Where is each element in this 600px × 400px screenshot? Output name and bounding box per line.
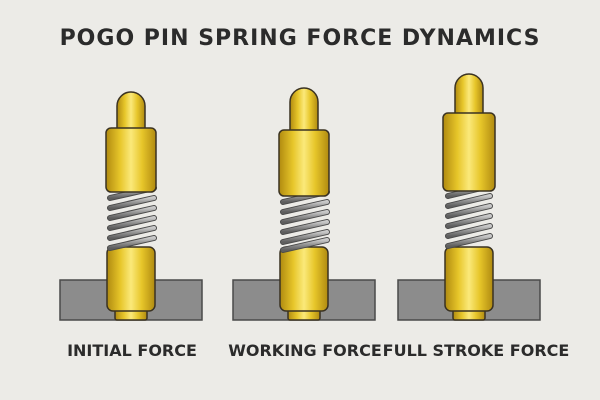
pin-barrel — [106, 246, 156, 312]
plunger-tip — [116, 91, 146, 133]
plunger-tip — [454, 73, 484, 119]
pogo-pin-initial — [59, 91, 203, 321]
spring-coil — [280, 189, 330, 253]
pogo-pin-full-stroke — [397, 73, 541, 321]
pin-barrel — [444, 246, 494, 312]
spring-coil — [107, 185, 157, 251]
plunger-tip — [289, 87, 319, 135]
plunger-body — [278, 129, 330, 197]
pogo-pin-working — [232, 87, 376, 321]
page-title: POGO PIN SPRING FORCE DYNAMICS — [59, 26, 541, 51]
spring-coil — [445, 183, 493, 249]
label-full-stroke-force: FULL STROKE FORCE — [382, 341, 570, 360]
label-initial-force: INITIAL FORCE — [67, 341, 197, 360]
plunger-body — [105, 127, 157, 193]
pin-barrel — [279, 246, 329, 312]
plunger-body — [442, 112, 496, 192]
label-working-force: WORKING FORCE — [228, 341, 382, 360]
